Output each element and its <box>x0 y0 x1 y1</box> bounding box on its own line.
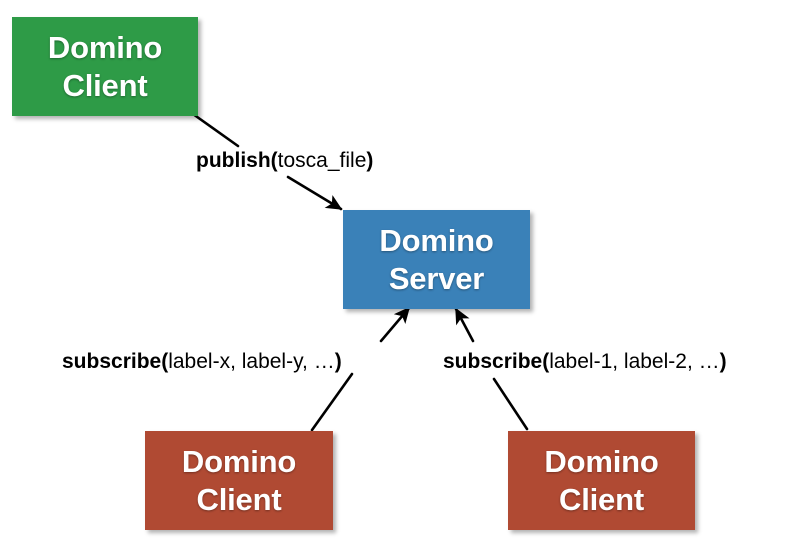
edge-label-paren: ) <box>719 350 727 373</box>
edge-label-subscribe-left: subscribe(label-x, label-y, …) <box>62 351 342 372</box>
node-label-line1: Domino <box>181 443 297 479</box>
node-label-line1: Domino <box>544 443 659 479</box>
node-label-line2: Client <box>62 67 148 103</box>
edge-label-args: label-1, label-2, … <box>549 350 720 373</box>
edge-label-args: label-x, label-y, … <box>168 350 335 373</box>
node-label-line2: Client <box>559 481 644 517</box>
node-label-line1: Domino <box>47 29 163 65</box>
node-label-line2: Server <box>388 260 485 296</box>
edge-label-paren: ) <box>334 350 342 373</box>
edge-label-fn: publish( <box>196 149 278 172</box>
node-domino-client-publisher[interactable]: Domino Client <box>12 17 198 116</box>
node-label-line1: Domino <box>379 222 494 258</box>
edge-label-args: tosca_file <box>277 149 367 172</box>
node-domino-client-subscriber-left[interactable]: Domino Client <box>145 431 333 530</box>
node-label-line2: Client <box>196 481 282 517</box>
node-domino-client-subscriber-right[interactable]: Domino Client <box>508 431 695 530</box>
edge-label-paren: ) <box>366 149 374 172</box>
edge-label-publish: publish(tosca_file) <box>196 150 373 171</box>
edge-label-fn: subscribe( <box>62 350 169 373</box>
edge-label-fn: subscribe( <box>443 350 550 373</box>
edge-label-subscribe-right: subscribe(label-1, label-2, …) <box>443 351 727 372</box>
node-domino-server[interactable]: Domino Server <box>343 210 530 309</box>
